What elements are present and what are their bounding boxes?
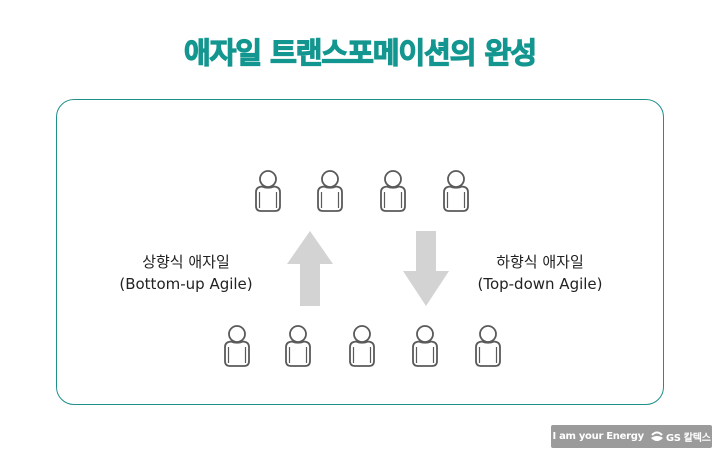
page-title: 애자일 트랜스포메이션의 완성	[183, 35, 537, 70]
bottom-up-label-korean: 상향식 애자일	[142, 253, 230, 271]
brand-name: GS 칼텍스	[665, 433, 711, 444]
slogan: I am your Energy	[552, 431, 644, 442]
person-icon	[408, 323, 442, 369]
person-icon	[376, 168, 410, 214]
bottom-up-label: 상향식 애자일 (Bottom-up Agile)	[86, 251, 286, 295]
bottom-up-label-english: (Bottom-up Agile)	[119, 275, 253, 293]
brand-logo: GS 칼텍스	[650, 429, 711, 444]
arrow-down-icon	[403, 231, 449, 306]
person-icon	[220, 323, 254, 369]
person-icon	[471, 323, 505, 369]
person-icon	[313, 168, 347, 214]
person-icon	[439, 168, 473, 214]
gs-logo-icon	[650, 431, 663, 441]
top-down-label: 하향식 애자일 (Top-down Agile)	[440, 251, 640, 295]
arrow-up-icon	[287, 231, 333, 306]
top-down-label-english: (Top-down Agile)	[477, 275, 603, 293]
person-icon	[281, 323, 315, 369]
diagram-frame	[56, 99, 664, 405]
person-icon	[345, 323, 379, 369]
brand-badge: I am your Energy GS 칼텍스	[551, 425, 712, 448]
top-down-label-korean: 하향식 애자일	[496, 253, 584, 271]
person-icon	[251, 168, 285, 214]
